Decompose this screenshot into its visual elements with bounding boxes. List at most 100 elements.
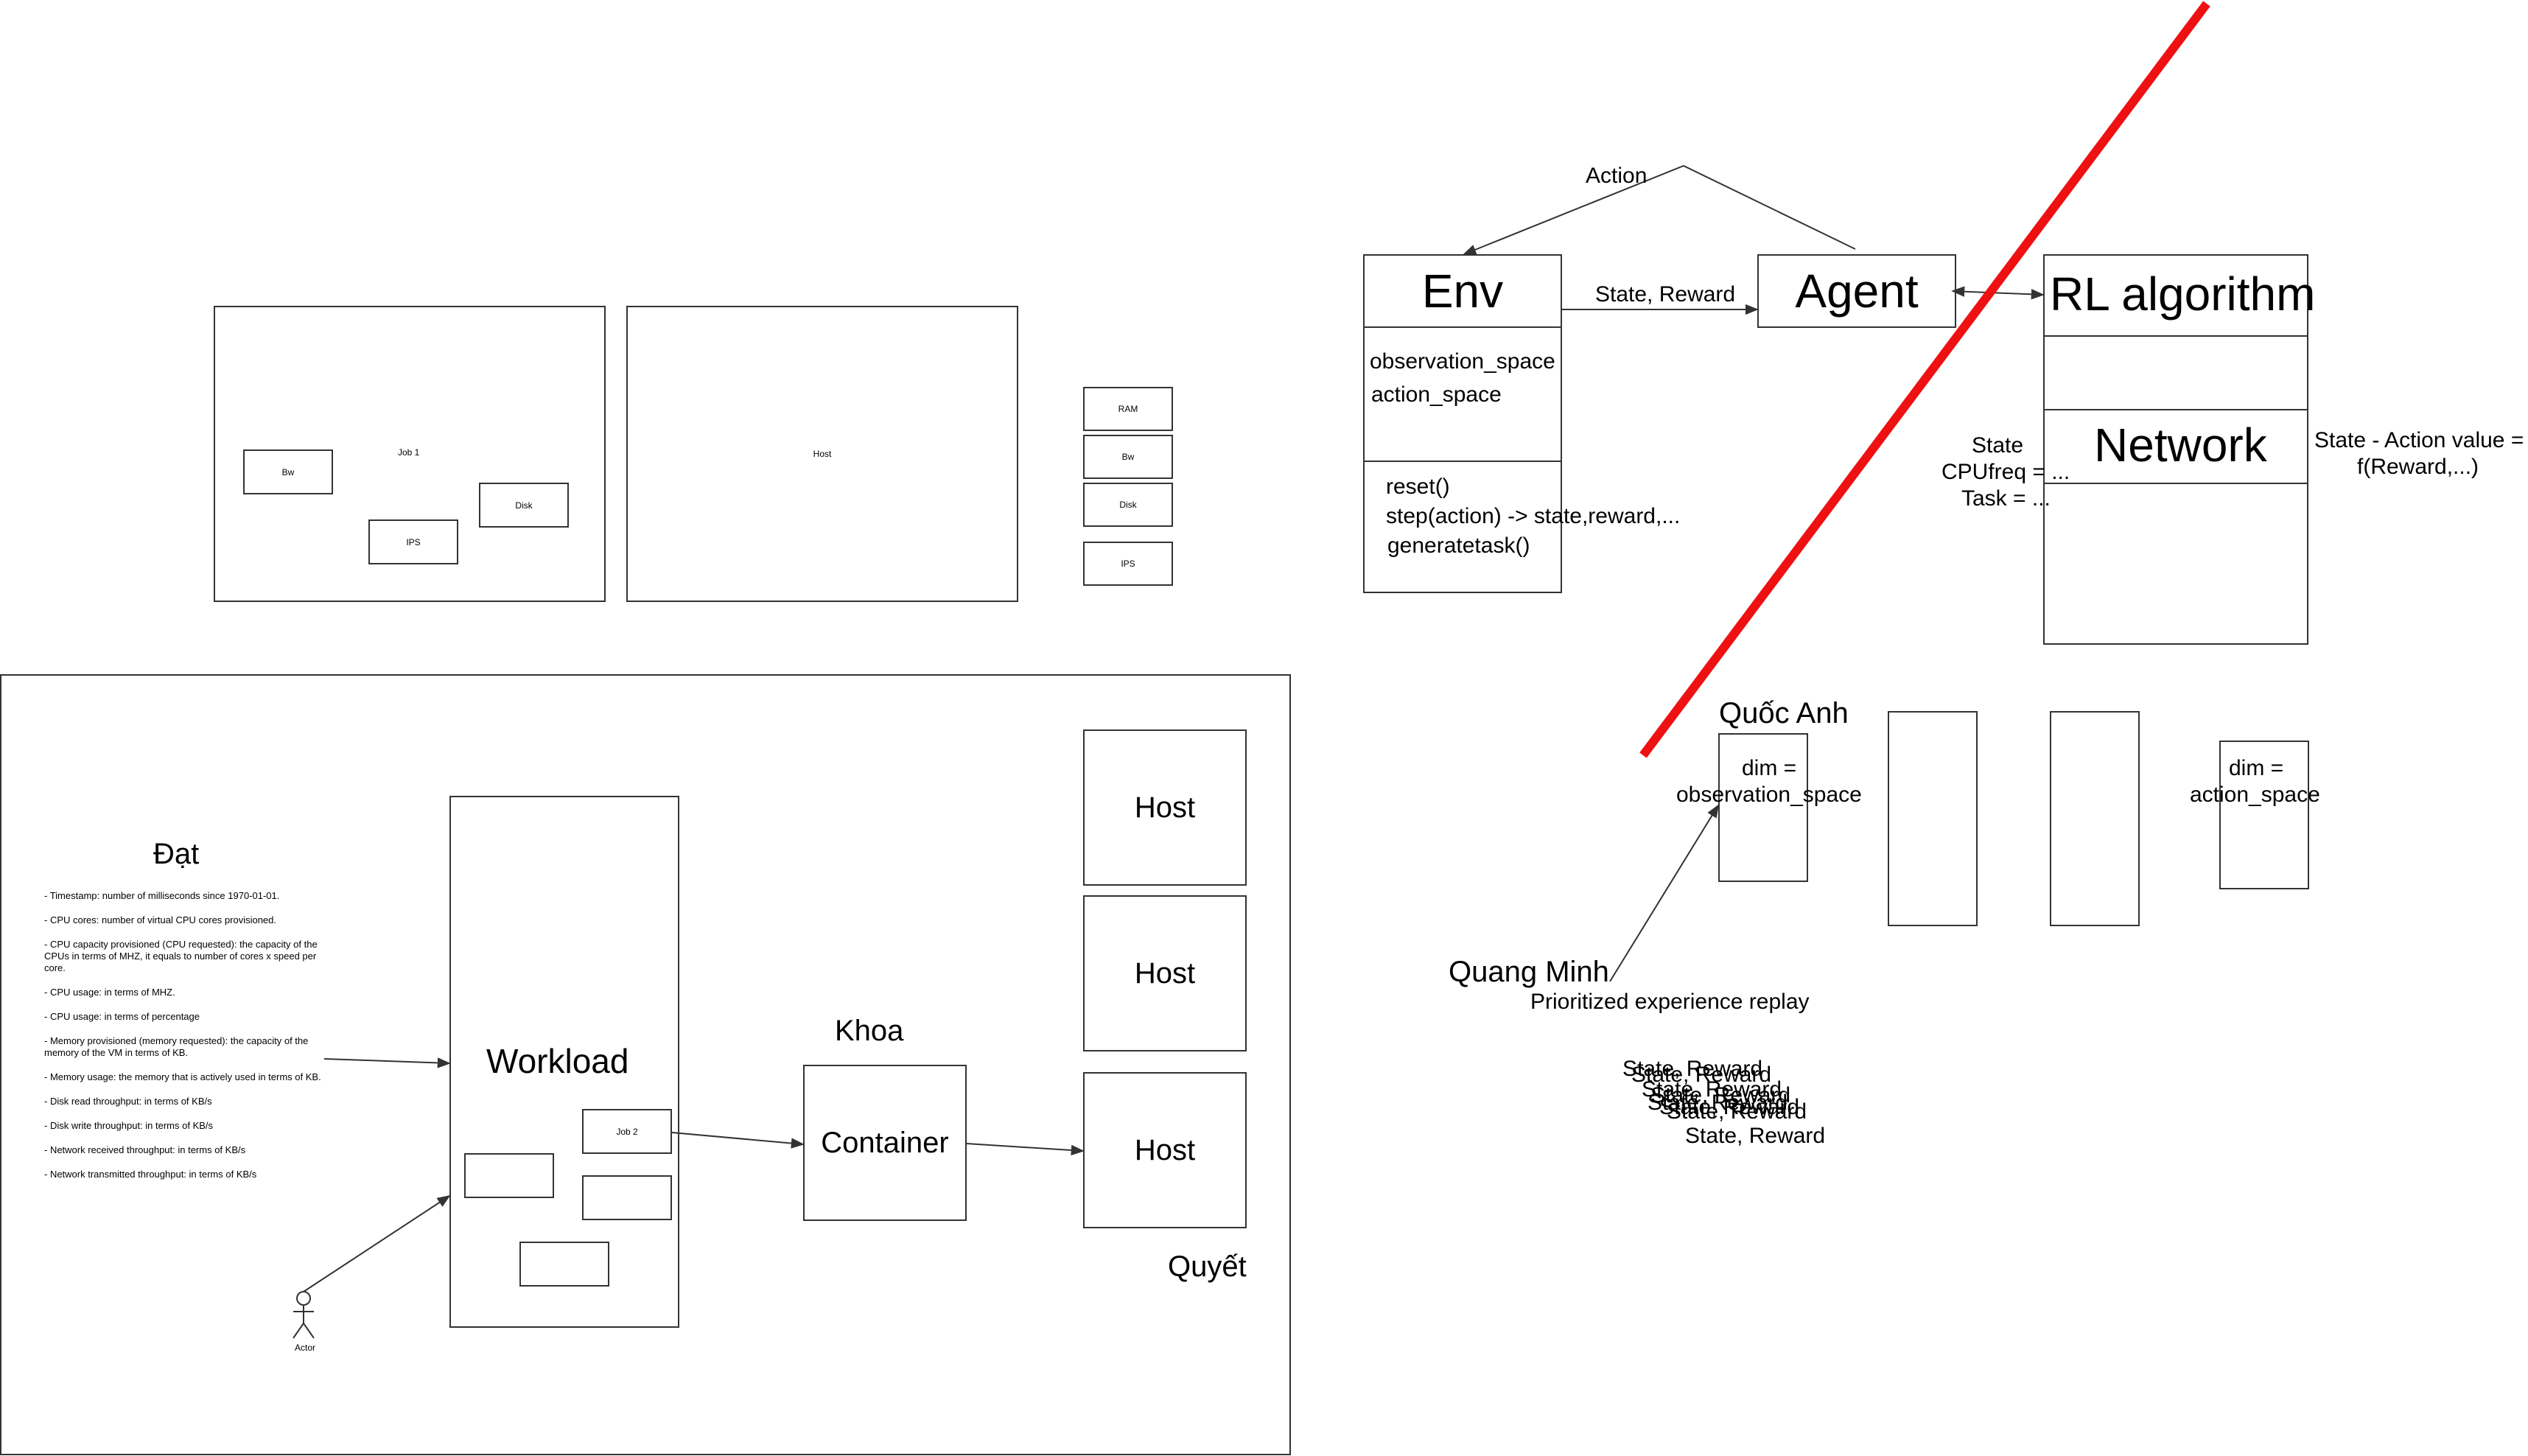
env-method: reset() [1386,475,1450,499]
host-box-1[interactable]: Host [1083,729,1247,886]
notes-to-workload-arrow [323,1057,451,1068]
job-panel [214,306,606,602]
q-value-line: State - Action value = [2314,428,2524,452]
quyet-label: Quyết [1168,1250,1247,1283]
note-item: - Memory provisioned (memory requested):… [44,1035,309,1058]
actor-label: Actor [295,1343,316,1353]
job1-label: Job 1 [398,447,420,458]
action-arrow [1463,164,1856,255]
dataset-notes: - Timestamp: number of milliseconds sinc… [44,890,332,1193]
host-panel-label: Host [813,449,832,459]
bw-item-label: Bw [1121,452,1135,462]
note-item: - Network received throughput: in terms … [44,1144,246,1155]
replay-sample: State, Reward [1622,1057,1763,1081]
host-box-3[interactable]: Host [1083,1072,1247,1228]
replay-arrow [1609,804,1719,982]
replay-sample: State, Reward [1650,1083,1791,1107]
replay-label: Prioritized experience replay [1530,990,1810,1014]
disk-box[interactable]: Disk [479,483,569,528]
container-label: Container [821,1126,949,1159]
env-title: Env [1421,265,1504,318]
env-attr: observation_space [1370,349,1555,374]
output-layer-box[interactable] [2219,741,2309,889]
env-header: Env [1363,254,1562,328]
workload-label: Workload [486,1042,629,1080]
note-item: - Disk read throughput: in terms of KB/s [44,1096,212,1107]
ips-box[interactable]: IPS [368,519,458,564]
replay-sample: State, Reward [1648,1091,1788,1115]
ips-label: IPS [406,536,421,547]
container-to-host-arrow [966,1143,1085,1156]
replay-sample: State, Reward [1642,1077,1782,1102]
state-info-line: State [1972,433,2024,458]
ram-item[interactable]: RAM [1083,387,1173,431]
actor-to-workload-arrow [303,1195,451,1292]
env-method: step(action) -> state,reward,... [1386,504,1681,528]
agent-box[interactable]: Agent [1757,254,1956,328]
job2-label: Job 2 [616,1126,638,1137]
ips-item[interactable]: IPS [1083,542,1173,586]
workload-slot-2[interactable] [582,1175,672,1220]
workload-box[interactable] [449,796,679,1328]
note-item: - Memory usage: the memory that is activ… [44,1071,321,1082]
hidden-layer-box-2[interactable] [2050,711,2140,926]
input-layer-box[interactable] [1718,733,1808,882]
algo-divider-1 [2043,335,2308,337]
ram-label: RAM [1118,404,1138,414]
dim-act-line: action_space [2190,783,2320,807]
replay-sample: State, Reward [1659,1095,1800,1119]
bw-item[interactable]: Bw [1083,435,1173,479]
agent-algo-arrow [1951,286,2045,300]
host-box-2[interactable]: Host [1083,895,1247,1051]
actor-figure [293,1291,315,1339]
network-label: Network [2094,419,2267,472]
dim-obs-line: observation_space [1676,783,1862,807]
bw-label: Bw [281,466,295,477]
rl-algorithm-box[interactable] [2043,254,2308,645]
red-slash-line [1639,1,2210,758]
note-item: - Network transmitted throughput: in ter… [44,1169,257,1180]
note-item: - CPU usage: in terms of percentage [44,1011,200,1022]
algo-divider-2 [2043,409,2308,410]
job2-box[interactable]: Job 2 [582,1109,672,1154]
khoa-label: Khoa [835,1015,904,1047]
env-methods-divider [1363,461,1562,462]
host-label: Host [1134,1133,1196,1166]
note-item: - CPU capacity provisioned (CPU requeste… [44,939,318,973]
workload-slot-1[interactable] [464,1153,554,1198]
container-box[interactable]: Container [803,1065,967,1221]
simulation-frame [0,674,1291,1455]
state-info-line: CPUfreq = ... [1941,460,2070,484]
dim-act-line: dim = [2229,756,2284,780]
note-item: - CPU usage: in terms of MHZ. [44,987,175,998]
host-label: Host [1134,791,1196,824]
dim-obs-line: dim = [1742,756,1797,780]
workload-slot-3[interactable] [519,1242,609,1287]
state-reward-label: State, Reward [1595,282,1736,307]
action-label: Action [1586,164,1648,188]
job2-to-container-arrow [671,1132,805,1149]
rl-algorithm-title: RL algorithm [2050,267,2316,321]
hidden-layer-box-1[interactable] [1888,711,1978,926]
host-label: Host [1134,956,1196,990]
host-panel[interactable]: Host [626,306,1018,602]
note-item: - CPU cores: number of virtual CPU cores… [44,914,277,925]
bw-box[interactable]: Bw [243,449,333,494]
quang-minh-label: Quang Minh [1449,956,1609,988]
algo-divider-3 [2043,483,2308,484]
note-item: - Disk write throughput: in terms of KB/… [44,1120,214,1131]
replay-sample: State, Reward [1685,1124,1826,1148]
note-item: - Timestamp: number of milliseconds sinc… [44,890,280,901]
env-method: generatetask() [1387,533,1530,558]
quoc-anh-label: Quốc Anh [1719,697,1849,729]
dat-label: Đạt [153,838,200,870]
state-info-line: Task = ... [1961,486,2051,511]
replay-sample: State, Reward [1631,1063,1772,1087]
disk-item-label: Disk [1119,500,1137,510]
disk-item[interactable]: Disk [1083,483,1173,527]
env-attr: action_space [1371,382,1502,407]
q-value-line: f(Reward,...) [2357,455,2479,479]
agent-title: Agent [1795,265,1919,318]
